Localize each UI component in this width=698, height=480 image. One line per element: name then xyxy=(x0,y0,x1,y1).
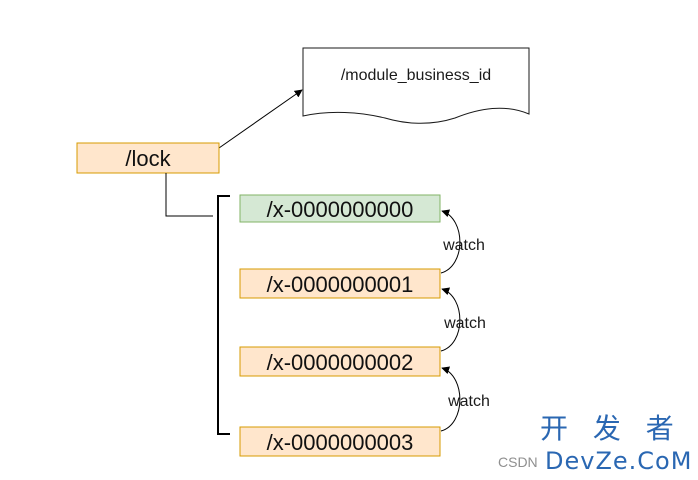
watermark-cn: 开 发 者 xyxy=(540,412,682,445)
lock-node-box xyxy=(76,142,220,174)
child-node-label: /x-0000000003 xyxy=(267,430,414,455)
children-bracket xyxy=(217,195,230,435)
child-node-box xyxy=(239,426,441,457)
watermark-csdn: CSDN xyxy=(498,454,538,470)
child-node-3[interactable]: /x-0000000003 xyxy=(239,426,441,457)
child-node-0[interactable]: /x-0000000000 xyxy=(239,194,441,223)
watch-edge-1 xyxy=(440,209,461,274)
edge-lock-to-document xyxy=(218,89,303,149)
child-node-box xyxy=(239,194,441,223)
watermark: 开 发 者 CSDN DevZe.CoM xyxy=(498,412,692,475)
child-node-label: /x-0000000002 xyxy=(267,350,414,375)
watch-edge-3 xyxy=(440,366,461,432)
watermark-en: DevZe.CoM xyxy=(545,447,692,475)
child-node-box xyxy=(239,268,441,299)
watch-edge-label: watch xyxy=(443,315,486,332)
child-node-1[interactable]: /x-0000000001 xyxy=(239,268,441,299)
lock-node-label: /lock xyxy=(125,146,171,171)
child-node-box xyxy=(239,346,441,377)
watch-edge-label: watch xyxy=(447,393,490,410)
edge-lock-to-children xyxy=(165,173,213,217)
child-node-2[interactable]: /x-0000000002 xyxy=(239,346,441,377)
watch-edge-label: watch xyxy=(442,237,485,254)
document-node[interactable]: /module_business_id xyxy=(302,47,530,124)
document-label: /module_business_id xyxy=(341,67,491,84)
lock-node[interactable]: /lock xyxy=(76,142,220,174)
watch-edge-2 xyxy=(440,287,461,352)
document-shape xyxy=(302,47,530,124)
child-node-label: /x-0000000000 xyxy=(267,197,414,222)
child-node-label: /x-0000000001 xyxy=(267,272,414,297)
